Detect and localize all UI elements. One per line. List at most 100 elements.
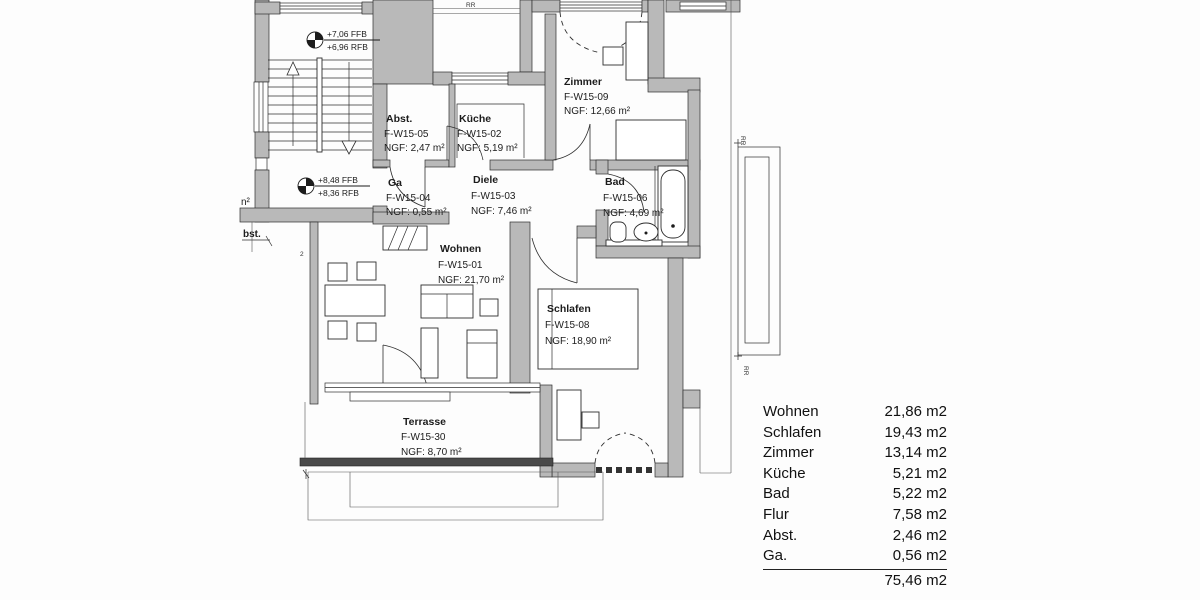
room-name: Ga. [763, 547, 788, 565]
terrace-elements [302, 382, 604, 521]
room-name: Zimmer [763, 444, 814, 462]
room-code: F-W15-06 [603, 193, 648, 204]
room-label-wohnen: Wohnen F-W15-01 NGF: 21,70 m² [438, 243, 505, 286]
room-name: Schlafen [547, 303, 591, 315]
level-ffb-upper: +7,06 FFB [327, 29, 367, 39]
edge-annotations: n² bst. 2 [241, 197, 304, 258]
room-name: Terrasse [403, 416, 446, 428]
table-row: Flur 7,58 m2 [763, 505, 947, 526]
room-area: NGF: 5,19 m² [457, 143, 518, 154]
room-code: F-W15-01 [438, 260, 483, 271]
wall-dimension-mark: 2 [300, 251, 304, 258]
room-area: 0,56 m2 [892, 547, 947, 565]
table-row: Küche 5,21 m2 [763, 464, 947, 485]
room-area: NGF: 12,66 m² [564, 106, 631, 117]
room-name: Wohnen [440, 243, 481, 255]
site-boundary: RR RR RR [433, 0, 781, 474]
room-label-kueche: Küche F-W15-02 NGF: 5,19 m² [457, 113, 518, 154]
toilet [609, 221, 627, 243]
rainpipe-label-upper: RR [466, 2, 476, 9]
bed [537, 288, 639, 370]
level-rfb-upper: +6,96 RFB [327, 42, 368, 52]
table-total-row: 75,46 m2 [763, 570, 947, 592]
room-label-ga: Ga F-W15-04 NGF: 0,55 m² [386, 177, 447, 218]
room-code: F-W15-04 [386, 193, 431, 204]
room-area: 21,86 m2 [884, 403, 947, 420]
room-name: Abst. [763, 526, 798, 544]
sink-drain [644, 231, 648, 235]
room-code: F-W15-30 [401, 432, 446, 443]
room-name: Küche [459, 113, 491, 125]
room-area: 5,21 m2 [892, 464, 947, 482]
room-name: Küche [763, 464, 806, 482]
room-area: NGF: 2,47 m² [384, 143, 445, 154]
room-name: Bad [763, 485, 790, 503]
room-area: NGF: 21,70 m² [438, 275, 505, 286]
room-name: Diele [473, 174, 498, 186]
room-name: Zimmer [564, 76, 602, 88]
room-area: 7,58 m2 [892, 505, 947, 523]
chair [327, 262, 348, 282]
table-row: Bad 5,22 m2 [763, 484, 947, 505]
room-area: 5,22 m2 [892, 485, 947, 503]
total-area: 75,46 m2 [884, 571, 947, 589]
room-label-schlafen: Schlafen F-W15-08 NGF: 18,90 m² [545, 303, 612, 347]
survey-mark [302, 469, 310, 479]
room-label-zimmer: Zimmer F-W15-09 NGF: 12,66 m² [564, 76, 631, 117]
floor-plan-drawing: +7,06 FFB +6,96 RFB +8,48 FFB +8,36 RFB [239, 0, 781, 521]
bathtub-drain [671, 224, 675, 228]
stair-direction-arrows [286, 61, 357, 155]
room-name: Bad [605, 176, 625, 188]
room-area: NGF: 7,46 m² [471, 206, 532, 217]
stair-handrail [316, 57, 323, 153]
fixtures-kueche [456, 103, 525, 158]
room-name: Wohnen [763, 403, 819, 420]
rainpipe-label-bottom: RR [742, 366, 749, 376]
desk [556, 389, 582, 441]
bed-zimmer [615, 119, 687, 161]
furniture-zimmer [602, 21, 687, 161]
area-table: Wohnen 21,86 m2 Schlafen 19,43 m2 Zimmer… [763, 402, 947, 591]
furniture-wohnen [324, 225, 499, 379]
dining-table [324, 284, 386, 317]
room-label-bad: Bad F-W15-06 NGF: 4,69 m² [603, 176, 664, 219]
room-area: NGF: 4,69 m² [603, 208, 664, 219]
room-label-abst: Abst. F-W15-05 NGF: 2,47 m² [384, 113, 445, 154]
bath-counter [605, 239, 663, 247]
room-label-diele: Diele F-W15-03 NGF: 7,46 m² [471, 174, 532, 217]
room-label-terrasse: Terrasse F-W15-30 NGF: 8,70 m² [401, 416, 462, 458]
small-table [602, 46, 624, 66]
chair [356, 261, 377, 281]
level-marker-landing: +8,48 FFB +8,36 RFB [297, 175, 370, 198]
room-code: F-W15-05 [384, 129, 429, 140]
tv-board [420, 327, 439, 379]
room-area: NGF: 0,55 m² [386, 207, 447, 218]
table-total-divider [763, 568, 947, 570]
desk-chair [581, 411, 600, 429]
chair [356, 322, 377, 342]
room-area: 19,43 m2 [884, 423, 947, 441]
room-code: F-W15-02 [457, 129, 502, 140]
level-rfb-landing: +8,36 RFB [318, 188, 359, 198]
kitchen-counter [456, 103, 525, 158]
table-row: Zimmer 13,14 m2 [763, 443, 947, 464]
chair [327, 320, 348, 340]
level-marker-upper: +7,06 FFB +6,96 RFB [306, 29, 380, 52]
walls [239, 0, 741, 478]
room-area: 2,46 m2 [892, 526, 947, 544]
table-row: Wohnen 21,86 m2 [763, 402, 947, 423]
room-name: Schlafen [763, 423, 822, 441]
table-row: Abst. 2,46 m2 [763, 526, 947, 547]
side-table [479, 298, 499, 317]
bathtub-inner [660, 169, 686, 239]
room-name: Ga [388, 177, 402, 189]
room-code: F-W15-09 [564, 92, 609, 103]
room-code: F-W15-08 [545, 320, 590, 331]
room-area: 13,14 m2 [884, 444, 947, 462]
wardrobe-hatched [382, 225, 428, 251]
stairwell [268, 57, 372, 155]
table-row: Schlafen 19,43 m2 [763, 423, 947, 444]
partial-area-label: n² [241, 197, 251, 208]
armchair [466, 329, 498, 379]
